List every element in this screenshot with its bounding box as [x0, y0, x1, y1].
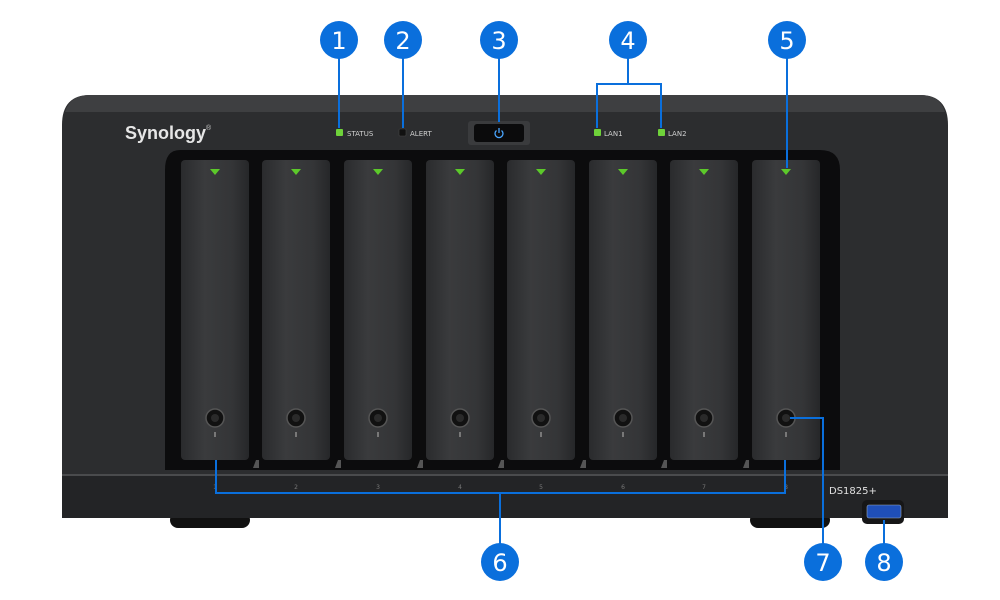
callout-lines	[215, 58, 885, 545]
status-label: STATUS	[347, 130, 374, 138]
brand-name: Synology	[125, 123, 206, 143]
drive-led-icon	[781, 169, 791, 175]
drive-led-icon	[291, 169, 301, 175]
bay-number: 6	[621, 484, 625, 491]
tray-lock-icon[interactable]	[286, 408, 306, 437]
callout-4: 4	[609, 21, 647, 59]
usb-icon	[866, 504, 902, 519]
bay-number: 8	[784, 484, 788, 491]
callout-6: 6	[481, 543, 519, 581]
lan1-led-icon	[594, 129, 601, 136]
callout-number: 6	[492, 549, 507, 577]
alert-led-icon	[398, 128, 407, 137]
drive-led-icon	[210, 169, 220, 175]
drive-tray[interactable]	[262, 160, 330, 460]
indicator-alert: ALERT	[398, 128, 432, 138]
drive-tray[interactable]	[670, 160, 738, 460]
callout-3: 3	[480, 21, 518, 59]
tray-lock-icon[interactable]	[368, 408, 388, 437]
tray-lock-icon[interactable]	[450, 408, 470, 437]
bay-number: 4	[458, 484, 462, 491]
bay-number: 2	[294, 484, 298, 491]
lan1-label: LAN1	[604, 130, 623, 138]
bay-number: 3	[376, 484, 380, 491]
callout-number: 7	[815, 549, 830, 577]
callout-2: 2	[384, 21, 422, 59]
drive-tray[interactable]	[344, 160, 412, 460]
callout-number: 1	[331, 27, 346, 55]
callout-number: 8	[876, 549, 891, 577]
drive-tray[interactable]	[589, 160, 657, 460]
tray-lock-icon[interactable]	[694, 408, 714, 437]
tray-lock-icon[interactable]	[776, 408, 796, 437]
drive-tray[interactable]	[426, 160, 494, 460]
drive-tray[interactable]	[181, 160, 249, 460]
tray-lock-icon[interactable]	[531, 408, 551, 437]
callout-number: 2	[395, 27, 410, 55]
callout-markers: 1 2 3 4 5 6 7 8	[320, 21, 903, 581]
power-button[interactable]	[468, 121, 530, 145]
brand-mark: ®	[206, 124, 212, 132]
callout-number: 4	[620, 27, 635, 55]
callout-number: 5	[779, 27, 794, 55]
tray-lock-icon[interactable]	[613, 408, 633, 437]
callout-5: 5	[768, 21, 806, 59]
drive-led-icon	[373, 169, 383, 175]
drive-led-icon	[536, 169, 546, 175]
lan2-led-icon	[658, 129, 665, 136]
drive-led-icon	[618, 169, 628, 175]
drive-led-icon	[699, 169, 709, 175]
status-led-icon	[336, 129, 343, 136]
drive-tray[interactable]	[752, 160, 820, 460]
callout-number: 3	[491, 27, 506, 55]
callout-7: 7	[804, 543, 842, 581]
model-label: DS1825+	[829, 486, 877, 497]
bay-number: 5	[539, 484, 543, 491]
drive-led-icon	[455, 169, 465, 175]
callout-8: 8	[865, 543, 903, 581]
tray-lock-icon[interactable]	[205, 408, 225, 437]
lan2-label: LAN2	[668, 130, 687, 138]
indicator-status: STATUS	[336, 129, 374, 138]
callout-1: 1	[320, 21, 358, 59]
indicator-lan1: LAN1	[594, 129, 623, 138]
usb-port[interactable]	[862, 500, 904, 524]
bay-number: 7	[702, 484, 706, 491]
drive-tray[interactable]	[507, 160, 575, 460]
power-icon	[494, 128, 504, 139]
indicator-lan2: LAN2	[658, 129, 687, 138]
alert-label: ALERT	[410, 130, 432, 138]
brand-logo: Synology®	[125, 123, 212, 143]
